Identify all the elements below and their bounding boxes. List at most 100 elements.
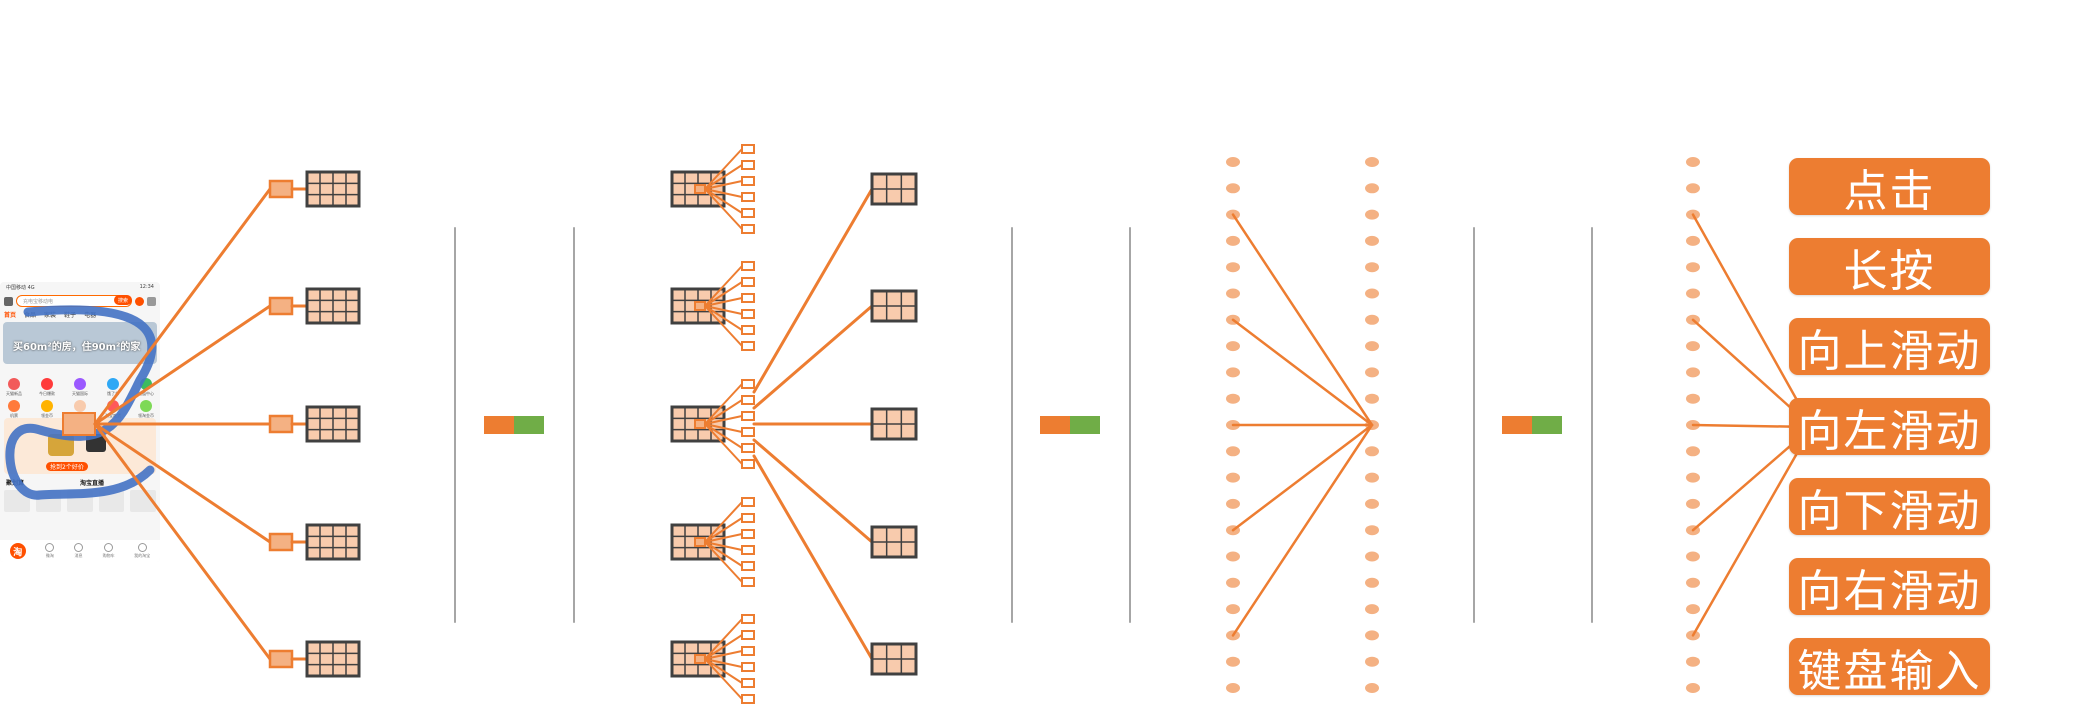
stage2-center-node — [694, 419, 706, 429]
stage2-branch — [704, 305, 743, 331]
shortcut-item[interactable]: 饿了么 — [103, 378, 123, 398]
shortcut-label: 领金币 — [41, 413, 53, 418]
stage4-right-node — [1365, 683, 1379, 693]
tab-messages[interactable]: 消息 — [73, 543, 83, 559]
shortcut-icon — [107, 378, 119, 390]
stage2-small-node — [741, 395, 755, 405]
stage4-right-node — [1365, 288, 1379, 299]
stage5-node — [1686, 341, 1700, 352]
shortcut-item[interactable]: 机票 — [4, 400, 24, 420]
stage4-left-node — [1226, 235, 1240, 246]
stage4-right-node — [1365, 367, 1379, 378]
stage2-small-node — [741, 630, 755, 640]
stage1-link — [93, 187, 272, 426]
stage2-branch — [704, 533, 743, 543]
stage5-node — [1686, 551, 1700, 562]
stage4-right-node — [1365, 525, 1379, 536]
promo-banner[interactable]: 买60m²的房，住90m²的家 — [3, 322, 157, 364]
stage4-right-node — [1365, 341, 1379, 352]
stage2-branch — [704, 634, 743, 660]
stage4-right-node — [1365, 183, 1379, 194]
shortcut-item[interactable]: 领淘金币 — [136, 400, 156, 420]
stage4-right-node — [1365, 393, 1379, 404]
tab-messages-label: 消息 — [74, 553, 83, 558]
shortcut-item[interactable]: 领金币 — [37, 400, 57, 420]
avatar-icon[interactable] — [135, 296, 144, 306]
concat-orange — [1502, 416, 1532, 434]
stage4-right-node — [1365, 472, 1379, 483]
stage4-link — [1231, 213, 1374, 427]
shortcut-label: 今日爆款 — [39, 391, 55, 396]
stage2-small-node — [741, 646, 755, 656]
tab-appliance[interactable]: 电器 — [84, 312, 97, 319]
stage2-small-node — [741, 545, 755, 555]
taobao-home-icon[interactable]: 淘 — [9, 543, 26, 559]
scan-icon[interactable] — [4, 296, 13, 306]
tab-home[interactable]: 首页 — [4, 312, 17, 319]
status-left: 中国移动 4G — [6, 285, 35, 291]
tab-weitao[interactable]: 微淘 — [45, 543, 55, 559]
stage2-center-node — [694, 654, 706, 664]
stage5-node — [1686, 656, 1700, 667]
stage4-left-node — [1226, 498, 1240, 509]
stage1-node — [268, 414, 294, 434]
tab-weitao-label: 微淘 — [45, 553, 54, 558]
stage2-branch — [704, 305, 743, 315]
stage2-branch — [704, 188, 743, 198]
home-icon[interactable] — [147, 296, 156, 306]
search-placeholder: 充电宝移动电 — [23, 298, 54, 305]
stage2-small-node — [741, 561, 755, 571]
stage1-node — [268, 649, 294, 669]
stage5-node — [1686, 183, 1700, 194]
stage5-node — [1686, 367, 1700, 378]
stage2-branch — [704, 501, 743, 543]
cart-icon — [104, 543, 114, 552]
stage2-small-node — [741, 411, 755, 421]
stage4-left-node — [1226, 577, 1240, 588]
shortcut-item[interactable]: 今日爆款 — [37, 378, 57, 398]
stage2-link — [752, 187, 874, 394]
stage4-left-node — [1226, 341, 1240, 352]
stage2-branch — [704, 517, 743, 543]
stage2-small-node — [741, 277, 755, 287]
banner-text: 买60m²的房，住90m²的家 — [13, 342, 141, 353]
stage4-right-node — [1365, 209, 1379, 220]
stage2-small-node — [741, 529, 755, 539]
stage2-small-node — [741, 224, 755, 234]
selected-region — [62, 412, 96, 436]
status-right: 12:34 — [139, 284, 154, 290]
stage4-left-node — [1226, 183, 1240, 194]
stage4-right-node — [1365, 157, 1379, 167]
stage2-branch — [704, 180, 743, 190]
action-keyboard-input: 键盘输入 — [1789, 638, 1990, 697]
stage4-right-node — [1365, 262, 1379, 273]
concat-orange — [1040, 416, 1070, 434]
stage2-link — [752, 438, 874, 544]
stage2-small-node — [741, 192, 755, 202]
stage2-branch — [704, 541, 743, 551]
tab-cart-label: 购物车 — [102, 553, 115, 558]
shortcut-item[interactable]: 天猫国际 — [70, 378, 90, 398]
stage4-left-node — [1226, 472, 1240, 483]
stage2-link — [752, 304, 874, 410]
stage2-branch — [704, 383, 743, 425]
stage2-small-node — [741, 513, 755, 523]
stage2-small-node — [741, 614, 755, 624]
stage2-branch — [704, 188, 743, 230]
section-title-right: 淘宝直播 — [80, 480, 105, 487]
product-thumb[interactable] — [4, 490, 30, 512]
stage1-node — [268, 532, 294, 552]
stage2-center-node — [694, 537, 706, 547]
shortcut-item[interactable]: 天猫新品 — [4, 378, 24, 398]
tab-shoes[interactable]: 鞋子 — [64, 312, 77, 319]
stage4-right-node — [1365, 577, 1379, 588]
stage5-node — [1686, 393, 1700, 404]
shortcut-label: 饿了么 — [107, 391, 119, 396]
tab-profile[interactable]: 我的淘宝 — [134, 543, 150, 559]
stage1-link — [93, 422, 272, 661]
tab-furnish[interactable]: 家装 — [44, 312, 57, 319]
shortcut-icon — [41, 400, 53, 412]
tab-cart[interactable]: 购物车 — [103, 543, 115, 559]
search-button[interactable]: 搜索 — [114, 295, 132, 305]
